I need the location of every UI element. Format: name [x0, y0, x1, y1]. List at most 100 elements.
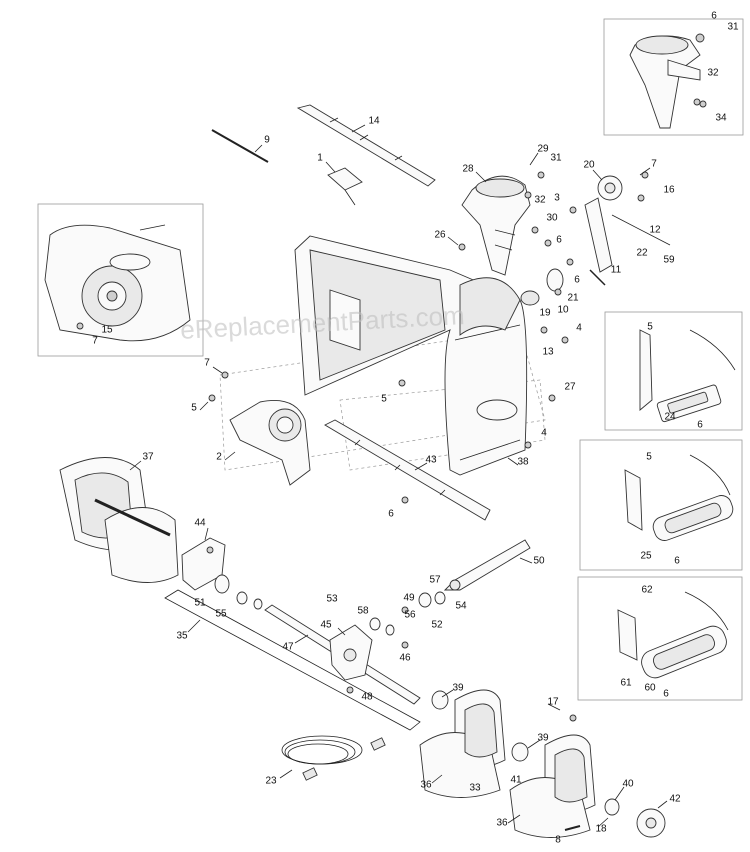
- callout-7: 7: [92, 336, 98, 347]
- callout-41: 41: [510, 775, 522, 786]
- part-rod-9: [211, 129, 269, 163]
- callout-30: 30: [546, 213, 558, 224]
- callout-17: 17: [547, 697, 559, 708]
- callout-34: 34: [715, 113, 727, 124]
- callout-45: 45: [320, 620, 332, 631]
- callout-51: 51: [194, 598, 206, 609]
- callout-21: 21: [567, 293, 579, 304]
- leader-lines: [129, 124, 668, 828]
- callout-6: 6: [574, 275, 580, 286]
- callout-44: 44: [194, 518, 206, 529]
- callout-6: 6: [674, 556, 680, 567]
- part-shaft-50: [443, 539, 531, 591]
- callout-60: 60: [644, 683, 656, 694]
- callout-4: 4: [576, 323, 582, 334]
- part-chute-28: [461, 175, 531, 276]
- inset-skid-25: [579, 439, 743, 571]
- callout-55: 55: [215, 609, 227, 620]
- callout-37: 37: [142, 452, 154, 463]
- callout-57: 57: [429, 575, 441, 586]
- callout-24: 24: [664, 412, 676, 423]
- callout-49: 49: [403, 593, 415, 604]
- callout-28: 28: [462, 164, 474, 175]
- callout-53: 53: [326, 594, 338, 605]
- callout-25: 25: [640, 551, 652, 562]
- callout-33: 33: [469, 783, 481, 794]
- callout-23: 23: [265, 776, 277, 787]
- callout-9: 9: [264, 135, 270, 146]
- inset-skid-24: [604, 311, 743, 431]
- callout-36: 36: [420, 780, 432, 791]
- part-shaft-14: [296, 104, 436, 187]
- callout-54: 54: [455, 601, 467, 612]
- callout-48: 48: [361, 692, 373, 703]
- callout-38: 38: [517, 457, 529, 468]
- callout-10: 10: [557, 305, 569, 316]
- callout-36: 36: [496, 818, 508, 829]
- part-spiral-36a: [419, 689, 529, 798]
- callout-46: 46: [399, 653, 411, 664]
- callout-40: 40: [622, 779, 634, 790]
- inset-skid-61: [577, 576, 743, 701]
- part-cord-23: [281, 735, 386, 781]
- callout-6: 6: [711, 11, 717, 22]
- callout-12: 12: [649, 225, 661, 236]
- callout-16: 16: [663, 185, 675, 196]
- callout-31: 31: [550, 153, 562, 164]
- callout-32: 32: [534, 195, 546, 206]
- part-frame-35: [164, 589, 421, 731]
- callout-61: 61: [620, 678, 632, 689]
- callout-14: 14: [368, 116, 380, 127]
- callout-6: 6: [697, 420, 703, 431]
- part-auger-37: [59, 457, 179, 583]
- callout-42: 42: [669, 794, 681, 805]
- callout-32: 32: [707, 68, 719, 79]
- part-bearing-21: [520, 268, 564, 306]
- callout-58: 58: [357, 606, 369, 617]
- callout-35: 35: [176, 631, 188, 642]
- callout-15: 15: [101, 325, 113, 336]
- callout-19: 19: [539, 308, 551, 319]
- callout-62: 62: [641, 585, 653, 596]
- part-impeller-2: [229, 400, 311, 486]
- callout-5: 5: [647, 322, 653, 333]
- callout-6: 6: [556, 235, 562, 246]
- callout-2: 2: [216, 452, 222, 463]
- callout-5: 5: [381, 394, 387, 405]
- callout-47: 47: [282, 642, 294, 653]
- callout-50: 50: [533, 556, 545, 567]
- callout-7: 7: [204, 358, 210, 369]
- callout-11: 11: [611, 265, 622, 276]
- callout-7: 7: [651, 159, 657, 170]
- callout-8: 8: [555, 835, 561, 846]
- part-gearcase-45: [329, 624, 373, 681]
- callout-1: 1: [317, 153, 323, 164]
- part-pulley-20: [597, 175, 623, 201]
- callout-3: 3: [554, 193, 560, 204]
- part-bracket-1: [327, 167, 363, 206]
- callout-5: 5: [191, 403, 197, 414]
- callout-39: 39: [537, 733, 549, 744]
- callout-13: 13: [542, 347, 554, 358]
- callout-6: 6: [663, 689, 669, 700]
- callout-26: 26: [434, 230, 446, 241]
- callout-52: 52: [431, 620, 443, 631]
- callout-43: 43: [425, 455, 437, 466]
- part-bracket-22: [584, 197, 671, 286]
- callout-22: 22: [636, 248, 648, 259]
- inset-housing-left: [37, 203, 204, 357]
- callout-59: 59: [663, 255, 675, 266]
- part-scraper-43: [324, 419, 491, 521]
- part-washers: [214, 574, 446, 636]
- callout-20: 20: [583, 160, 595, 171]
- callout-56: 56: [404, 610, 416, 621]
- callout-29: 29: [537, 144, 549, 155]
- hardware-fasteners: [208, 171, 649, 831]
- callout-6: 6: [388, 509, 394, 520]
- part-spiral-36b: [509, 734, 666, 838]
- callout-18: 18: [595, 824, 607, 835]
- callout-4: 4: [541, 428, 547, 439]
- callout-39: 39: [452, 683, 464, 694]
